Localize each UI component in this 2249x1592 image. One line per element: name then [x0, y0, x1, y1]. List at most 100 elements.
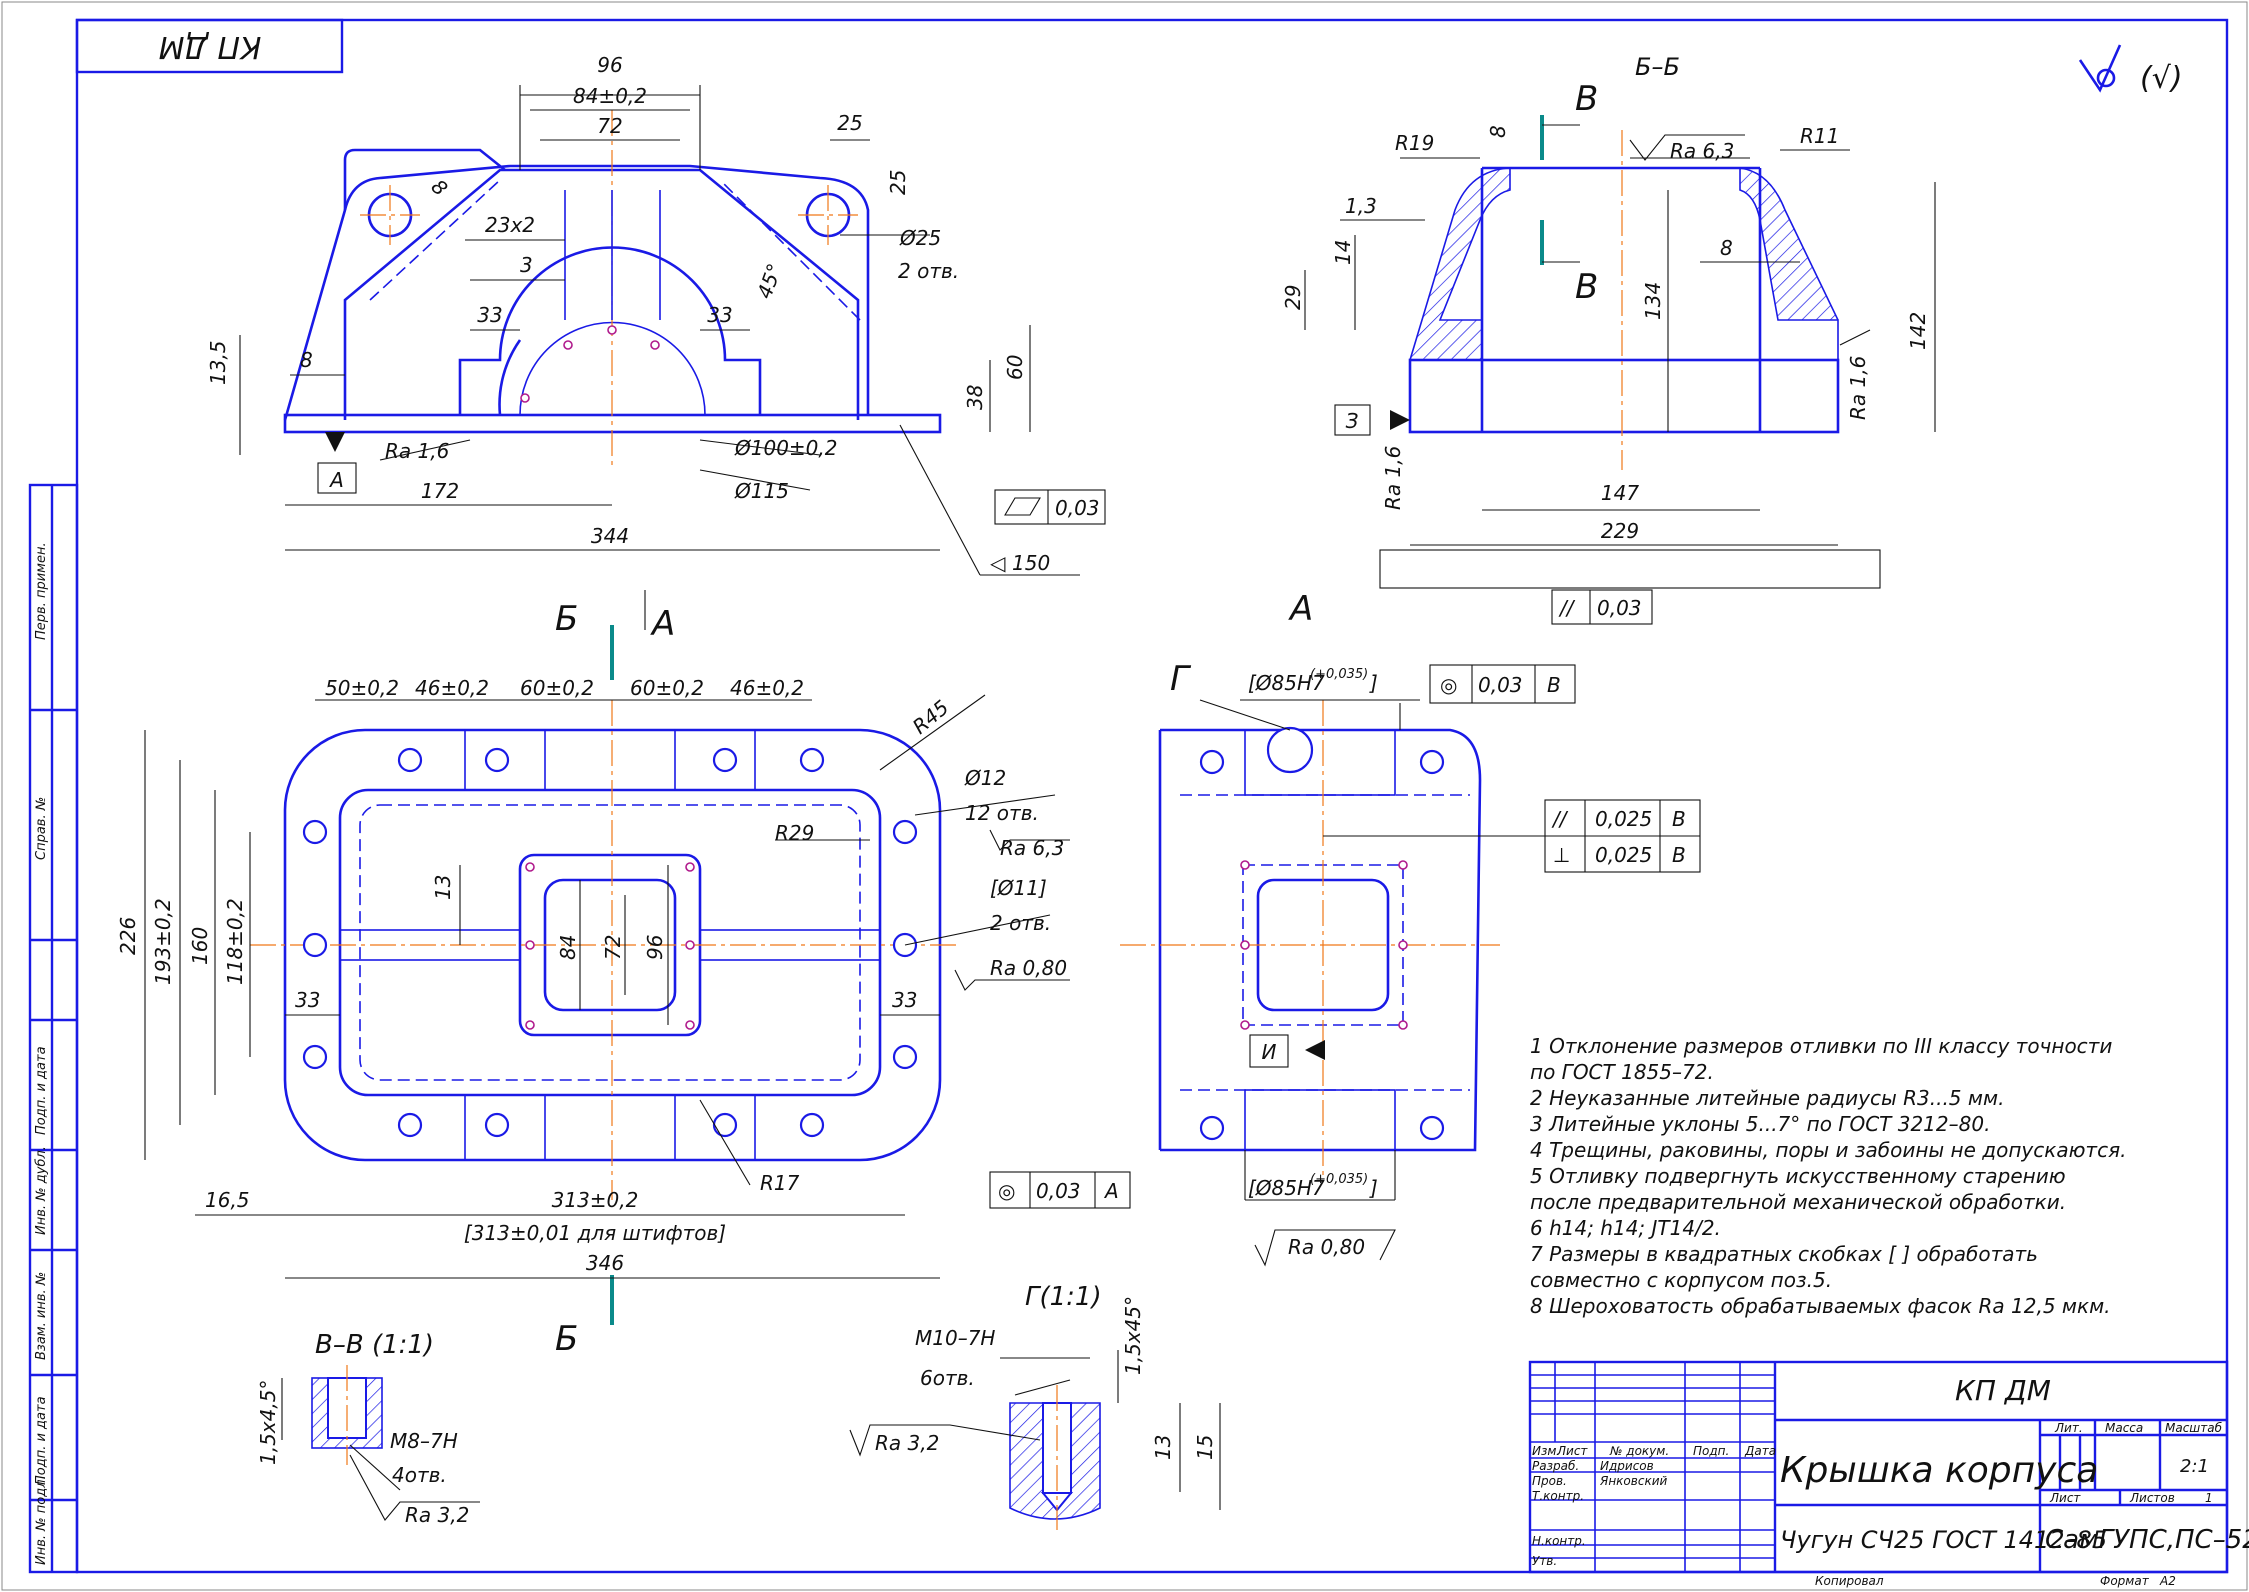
svg-text:В: В — [1672, 807, 1686, 831]
svg-text:Дата: Дата — [1744, 1444, 1776, 1458]
svg-text:84: 84 — [556, 935, 580, 960]
svg-text:Ra 3,2: Ra 3,2 — [405, 1503, 469, 1527]
svg-text:Г: Г — [1170, 659, 1192, 699]
svg-text:Пров.: Пров. — [1532, 1474, 1567, 1488]
side-label: Справ. № — [34, 797, 49, 860]
svg-text:Г(1:1): Г(1:1) — [1025, 1282, 1102, 1312]
svg-text:2:1: 2:1 — [2180, 1456, 2209, 1477]
svg-text:В: В — [1575, 79, 1598, 119]
svg-text:4отв.: 4отв. — [392, 1463, 447, 1487]
title-block: Изм. Лист № докум. Подп. Дата Разраб. Пр… — [1528, 1360, 2249, 1588]
svg-text:Чугун СЧ25 ГОСТ 1412–85: Чугун СЧ25 ГОСТ 1412–85 — [1780, 1526, 2107, 1554]
svg-text:84±0,2: 84±0,2 — [573, 84, 647, 108]
side-label: Инв. № дубл. — [34, 1146, 49, 1235]
svg-text:после предварительной механиче: после предварительной механической обраб… — [1530, 1190, 2066, 1214]
svg-text:6отв.: 6отв. — [920, 1366, 975, 1390]
svg-text:R11: R11 — [1800, 124, 1839, 148]
svg-text:совместно с корпусом поз.5.: совместно с корпусом поз.5. — [1530, 1268, 1832, 1292]
svg-text:60: 60 — [1003, 355, 1027, 380]
svg-text:14: 14 — [1331, 240, 1355, 265]
svg-text:12 отв.: 12 отв. — [965, 801, 1039, 825]
svg-text://: // — [1551, 807, 1569, 831]
svg-text:72: 72 — [597, 114, 622, 138]
svg-text:50±0,2: 50±0,2 — [325, 676, 399, 700]
front-view: А 96 84±0,2 72 25 25 8 23x2 3 Ø25 2 отв.… — [206, 53, 1106, 576]
svg-text:Лит.: Лит. — [2054, 1421, 2083, 1435]
svg-text:16,5: 16,5 — [205, 1188, 250, 1212]
svg-text:160: 160 — [188, 927, 212, 965]
svg-text:8: 8 — [1720, 236, 1733, 260]
svg-text:96: 96 — [643, 935, 667, 960]
svg-text:Янковский: Янковский — [1599, 1474, 1667, 1488]
svg-text:5 Отливку подвергнуть искусств: 5 Отливку подвергнуть искусственному ста… — [1530, 1164, 2066, 1188]
svg-text:R17: R17 — [760, 1171, 800, 1195]
svg-text:172: 172 — [421, 479, 459, 503]
section-vv: В–В (1:1) 1,5х4,5° М8–7Н 4отв. Ra 3,2 — [256, 1330, 480, 1527]
svg-text:0,03: 0,03 — [1597, 596, 1642, 620]
svg-text:[313±0,01 для штифтов]: [313±0,01 для штифтов] — [464, 1221, 726, 1245]
svg-text:147: 147 — [1601, 481, 1639, 505]
svg-text:В–В (1:1): В–В (1:1) — [315, 1330, 434, 1360]
svg-text:[Ø85H7: [Ø85H7 — [1248, 1176, 1325, 1200]
svg-text:М10–7Н: М10–7Н — [915, 1326, 995, 1350]
svg-text:1,5х4,5°: 1,5х4,5° — [256, 1380, 280, 1465]
svg-text:]: ] — [1369, 1176, 1378, 1200]
svg-text:Н.контр.: Н.контр. — [1532, 1534, 1586, 1548]
side-label: Инв. № подл. — [34, 1475, 49, 1565]
svg-text:1,5х45°: 1,5х45° — [1121, 1296, 1145, 1375]
svg-text:R45: R45 — [908, 695, 954, 739]
svg-text:0,03: 0,03 — [1478, 673, 1523, 697]
section-bb: Б–Б В В 8 R19 Ra 6,3 R11 1,3 14 29 8 134… — [1281, 53, 1936, 625]
svg-text:8: 8 — [300, 348, 313, 372]
svg-text:Лист: Лист — [2049, 1491, 2081, 1505]
side-label: Подп. и дата — [34, 1396, 49, 1485]
svg-text:по ГОСТ 1855–72.: по ГОСТ 1855–72. — [1530, 1060, 1714, 1084]
svg-text:60±0,2: 60±0,2 — [630, 676, 704, 700]
svg-text:Ø115: Ø115 — [734, 479, 789, 503]
svg-text:8 Шероховатость обрабатываемых: 8 Шероховатость обрабатываемых фасок Ra … — [1530, 1294, 2111, 1318]
svg-text:3: 3 — [520, 253, 533, 277]
svg-text:(+0,035): (+0,035) — [1310, 1172, 1368, 1187]
stamp-code: КП ДМ — [159, 29, 262, 64]
svg-text:◎: ◎ — [998, 1179, 1015, 1203]
svg-text:72: 72 — [601, 935, 625, 960]
svg-text:Б: Б — [555, 1319, 578, 1359]
svg-text:150: 150 — [1012, 551, 1050, 575]
svg-text:8: 8 — [1486, 125, 1510, 138]
svg-text:33: 33 — [707, 303, 732, 327]
svg-text:Лист: Лист — [1556, 1444, 1588, 1458]
svg-text:1,3: 1,3 — [1345, 194, 1377, 218]
svg-text:226: 226 — [116, 917, 140, 955]
svg-text:2 отв.: 2 отв. — [898, 259, 959, 283]
side-label: Перв. примен. — [34, 542, 49, 640]
svg-text:Подп.: Подп. — [1693, 1444, 1729, 1458]
svg-text:8: 8 — [426, 175, 452, 201]
svg-text:229: 229 — [1601, 519, 1639, 543]
svg-text:0,025: 0,025 — [1595, 843, 1652, 867]
svg-text:⊥: ⊥ — [1553, 843, 1570, 867]
svg-text:46±0,2: 46±0,2 — [415, 676, 489, 700]
svg-text:(√): (√) — [2140, 61, 2183, 96]
svg-text:Ø100±0,2: Ø100±0,2 — [734, 436, 837, 460]
svg-text:Формат: Формат — [2100, 1574, 2150, 1588]
svg-text:Б–Б: Б–Б — [1635, 53, 1680, 81]
svg-text:КП ДМ: КП ДМ — [1955, 1374, 2051, 1407]
side-label: Подп. и дата — [34, 1046, 49, 1135]
svg-text:134: 134 — [1641, 282, 1665, 320]
svg-text:0,025: 0,025 — [1595, 807, 1652, 831]
svg-text:(+0,035): (+0,035) — [1310, 667, 1368, 682]
svg-text:46±0,2: 46±0,2 — [730, 676, 804, 700]
svg-text:193±0,2: 193±0,2 — [151, 898, 175, 985]
side-label: Взам. инв. № — [34, 1272, 49, 1360]
svg-text:А: А — [328, 468, 344, 492]
svg-text:Ra 1,6: Ra 1,6 — [1381, 446, 1405, 510]
svg-text:13: 13 — [431, 875, 455, 900]
svg-text:Масштаб: Масштаб — [2165, 1421, 2223, 1435]
svg-text:]: ] — [1369, 671, 1378, 695]
svg-text:4 Трещины, раковины, поры и за: 4 Трещины, раковины, поры и забоины не д… — [1530, 1138, 2126, 1162]
svg-text:344: 344 — [591, 524, 629, 548]
view-a: Г [Ø85H7 (+0,035) ] ◎ 0,03 В // 0,025 В … — [989, 659, 1701, 1267]
svg-text:Ra 0,80: Ra 0,80 — [1288, 1235, 1365, 1259]
svg-text:[Ø11]: [Ø11] — [990, 876, 1047, 900]
svg-text:7 Размеры в квадратных скобках: 7 Размеры в квадратных скобках [ ] обраб… — [1530, 1242, 2038, 1266]
